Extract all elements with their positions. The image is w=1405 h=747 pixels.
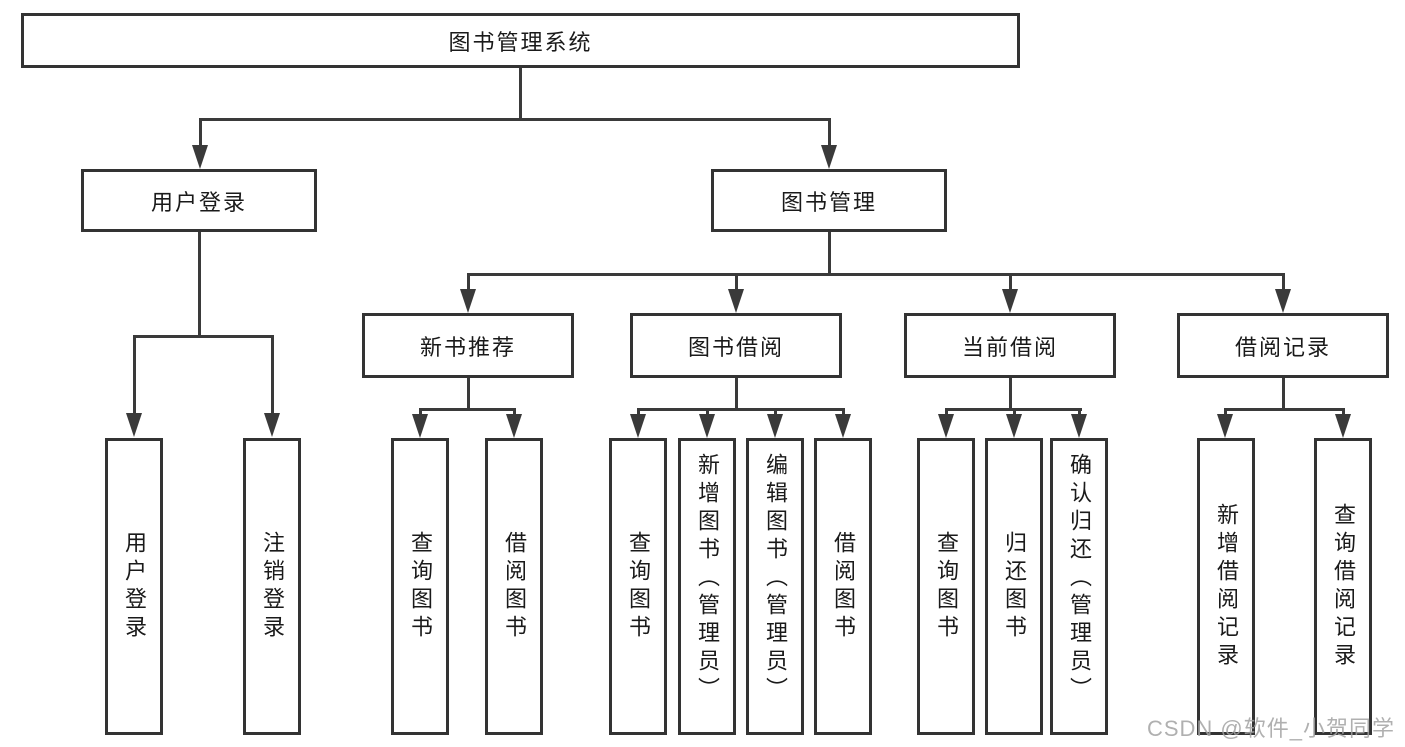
node-user-login-label: 用户登录 — [150, 189, 247, 215]
node-leaf-add-borrow-record-label: 新增借阅记录 — [1214, 502, 1239, 671]
csdn-watermark: CSDN @软件_小贺同学 — [1146, 716, 1395, 741]
node-leaf-query-borrow-record: 查询借阅记录 — [1314, 438, 1372, 735]
arrowhead-b2-icon — [699, 414, 715, 438]
connector-stem-leaf-user-login — [133, 335, 136, 417]
node-leaf-query-books-1-label: 查询图书 — [408, 530, 433, 643]
node-leaf-borrow-books-1: 借阅图书 — [485, 438, 543, 735]
node-current-borrowing: 当前借阅 — [904, 313, 1116, 378]
node-new-book-recommend-label: 新书推荐 — [419, 334, 516, 360]
node-leaf-borrow-books-2-label: 借阅图书 — [831, 530, 856, 643]
arrowhead-r1-icon — [1217, 414, 1233, 438]
node-leaf-query-books-1: 查询图书 — [391, 438, 449, 735]
connector-borrowing-records-stem — [1282, 378, 1285, 411]
connector-stem-b4 — [842, 408, 845, 419]
connector-root-stem — [519, 68, 522, 121]
arrowhead-borrowing-records-icon — [1275, 289, 1291, 313]
node-leaf-user-login-label: 用户登录 — [122, 530, 147, 643]
arrowhead-c2-icon — [1006, 414, 1022, 438]
connector-stem-borrowing-records — [1282, 273, 1285, 293]
arrowhead-user-login-icon — [192, 145, 208, 169]
arrowhead-leaf-logout-icon — [264, 413, 280, 437]
connector-book-borrowing-hline — [637, 408, 845, 411]
connector-level1-hline — [199, 118, 831, 121]
arrowhead-n2-icon — [506, 414, 522, 438]
node-leaf-edit-book-admin: 编辑图书（管理员） — [746, 438, 804, 735]
node-book-management-label: 图书管理 — [780, 189, 877, 215]
connector-user-login-stem — [198, 232, 201, 338]
connector-stem-current-borrowing — [1009, 273, 1012, 293]
node-user-login: 用户登录 — [81, 169, 317, 232]
connector-stem-c1 — [945, 408, 948, 419]
node-leaf-query-books-3: 查询图书 — [917, 438, 975, 735]
node-leaf-borrow-books-2: 借阅图书 — [814, 438, 872, 735]
node-borrowing-records-label: 借阅记录 — [1234, 334, 1331, 360]
connector-stem-n1 — [419, 408, 422, 419]
arrowhead-b3-icon — [767, 414, 783, 438]
node-leaf-add-book-admin: 新增图书（管理员） — [678, 438, 736, 735]
connector-stem-b2 — [706, 408, 709, 419]
arrowhead-c3-icon — [1071, 414, 1087, 438]
node-leaf-add-book-admin-label: 新增图书（管理员） — [695, 453, 720, 705]
connector-book-borrowing-stem — [735, 378, 738, 411]
connector-stem-new-book — [467, 273, 470, 293]
connector-stem-c2 — [1013, 408, 1016, 419]
arrowhead-new-book-icon — [460, 289, 476, 313]
node-leaf-confirm-return-admin: 确认归还（管理员） — [1050, 438, 1108, 735]
node-current-borrowing-label: 当前借阅 — [961, 334, 1058, 360]
node-leaf-user-login: 用户登录 — [105, 438, 163, 735]
node-leaf-logout: 注销登录 — [243, 438, 301, 735]
node-leaf-return-book-label: 归还图书 — [1002, 530, 1027, 643]
node-leaf-add-borrow-record: 新增借阅记录 — [1197, 438, 1255, 735]
connector-stem-leaf-logout — [271, 335, 274, 417]
connector-stem-r1 — [1224, 408, 1227, 419]
arrowhead-book-borrowing-icon — [728, 289, 744, 313]
connector-level3-hline — [467, 273, 1285, 276]
node-leaf-edit-book-admin-label: 编辑图书（管理员） — [763, 453, 788, 705]
connector-stem-c3 — [1078, 408, 1081, 419]
node-book-borrowing-label: 图书借阅 — [687, 334, 784, 360]
connector-stem-b3 — [774, 408, 777, 419]
connector-book-management-stem — [828, 232, 831, 276]
arrowhead-book-management-icon — [821, 145, 837, 169]
node-leaf-confirm-return-admin-label: 确认归还（管理员） — [1067, 453, 1092, 705]
arrowhead-b4-icon — [835, 414, 851, 438]
node-leaf-logout-label: 注销登录 — [260, 530, 285, 643]
arrowhead-r2-icon — [1335, 414, 1351, 438]
connector-borrowing-records-hline — [1224, 408, 1344, 411]
connector-new-book-hline — [419, 408, 516, 411]
arrowhead-n1-icon — [412, 414, 428, 438]
node-leaf-query-books-2: 查询图书 — [609, 438, 667, 735]
node-leaf-return-book: 归还图书 — [985, 438, 1043, 735]
node-new-book-recommend: 新书推荐 — [362, 313, 574, 378]
arrowhead-leaf-user-login-icon — [126, 413, 142, 437]
arrowhead-current-borrowing-icon — [1002, 289, 1018, 313]
node-book-management: 图书管理 — [711, 169, 947, 232]
connector-stem-n2 — [513, 408, 516, 419]
node-leaf-query-borrow-record-label: 查询借阅记录 — [1331, 502, 1356, 671]
connector-stem-user-login — [199, 118, 202, 150]
node-book-borrowing: 图书借阅 — [630, 313, 842, 378]
arrowhead-c1-icon — [938, 414, 954, 438]
connector-current-borrowing-stem — [1009, 378, 1012, 411]
arrowhead-b1-icon — [630, 414, 646, 438]
connector-user-group-hline — [133, 335, 274, 338]
node-leaf-borrow-books-1-label: 借阅图书 — [502, 530, 527, 643]
connector-new-book-stem — [467, 378, 470, 411]
connector-stem-b1 — [637, 408, 640, 419]
node-borrowing-records: 借阅记录 — [1177, 313, 1389, 378]
connector-stem-book-borrowing — [735, 273, 738, 293]
connector-stem-book-management — [828, 118, 831, 150]
connector-stem-r2 — [1342, 408, 1345, 419]
node-root: 图书管理系统 — [21, 13, 1020, 68]
node-leaf-query-books-2-label: 查询图书 — [626, 530, 651, 643]
node-leaf-query-books-3-label: 查询图书 — [934, 530, 959, 643]
node-root-label: 图书管理系统 — [448, 29, 593, 55]
